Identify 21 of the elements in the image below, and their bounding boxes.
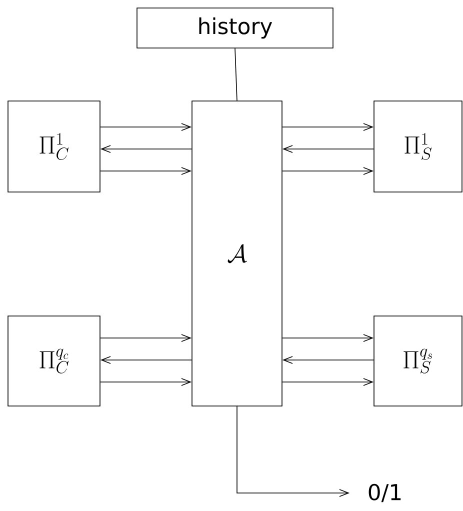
process-box: $\Pi_S^{q_s}$ bbox=[374, 316, 462, 406]
output-label: 0/1 bbox=[368, 484, 401, 502]
arrow bbox=[100, 123, 192, 131]
arrow bbox=[100, 378, 192, 386]
arrow bbox=[282, 356, 374, 364]
connector-line bbox=[234, 48, 238, 101]
arrow bbox=[236, 406, 350, 497]
process-box: $\Pi_S^1$ bbox=[374, 100, 462, 192]
arrow bbox=[282, 145, 374, 153]
process-box: $\Pi_C^{q_c}$ bbox=[8, 316, 100, 406]
arrow bbox=[100, 145, 192, 153]
arrow bbox=[282, 378, 374, 386]
arrow bbox=[282, 167, 374, 175]
arrow bbox=[282, 123, 374, 131]
process-box: $\Pi_C^1$ bbox=[8, 100, 100, 192]
arrow bbox=[100, 334, 192, 342]
arrow bbox=[100, 167, 192, 175]
arrow bbox=[100, 356, 192, 364]
arrow bbox=[282, 334, 374, 342]
adversary-box: $\mathcal{A}$ bbox=[192, 100, 282, 406]
history-box: history bbox=[136, 8, 334, 48]
